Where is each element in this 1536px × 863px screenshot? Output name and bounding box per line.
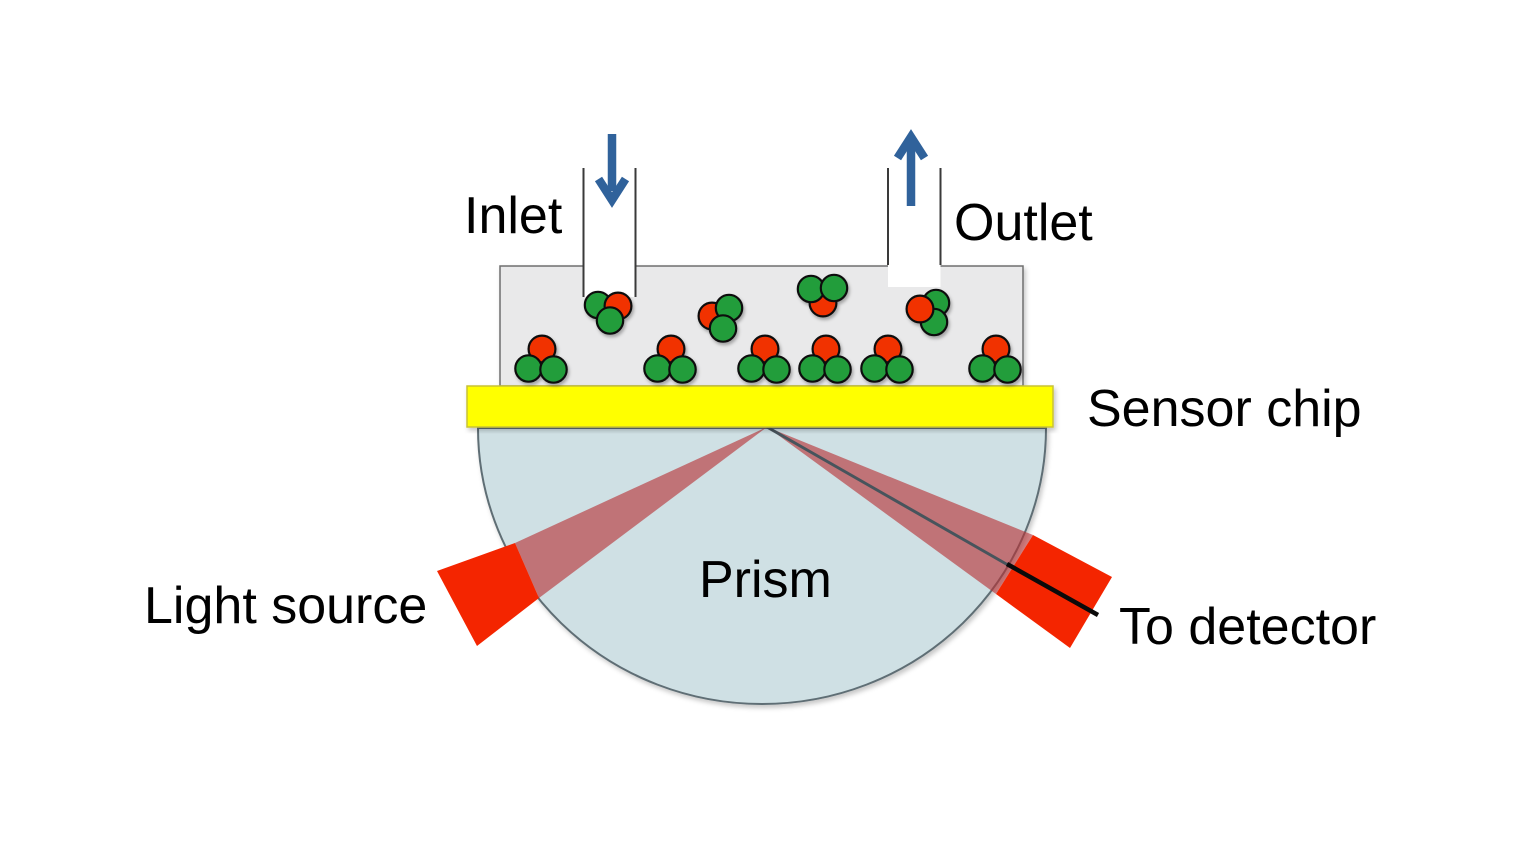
molecule-green [823, 355, 852, 384]
reflected-ray-line [766, 425, 1009, 567]
molecule-green [968, 354, 997, 383]
spr-dark-band-line [1005, 562, 1100, 617]
reflected-beam-in-prism [767, 427, 1033, 594]
molecule-green [798, 354, 827, 383]
molecule-green [993, 355, 1022, 384]
prism-label: Prism [699, 551, 832, 609]
light-source-label: Light source [144, 577, 428, 635]
molecule-green [708, 314, 738, 343]
molecule-green [885, 355, 914, 384]
molecule-red [905, 294, 935, 324]
molecule-green [860, 354, 889, 383]
molecule-green [539, 355, 568, 384]
molecule-green [643, 354, 672, 383]
molecule-green [737, 354, 766, 383]
inlet-label: Inlet [464, 187, 563, 245]
outlet-label: Outlet [954, 194, 1093, 252]
arrow-down-icon [594, 134, 630, 208]
molecule-green [762, 355, 791, 384]
molecule-layer [514, 273, 1022, 384]
arrow-up-icon [893, 129, 929, 206]
incident-beam-in-prism [515, 427, 767, 598]
molecule-green [514, 354, 543, 383]
light-source-beam [437, 543, 539, 646]
molecule-green [668, 355, 697, 384]
molecule-green [595, 306, 625, 335]
sensor-chip-label: Sensor chip [1087, 380, 1362, 438]
to-detector-label: To detector [1119, 598, 1377, 656]
molecule-green [819, 273, 849, 303]
sensor-chip-bar [466, 385, 1054, 428]
